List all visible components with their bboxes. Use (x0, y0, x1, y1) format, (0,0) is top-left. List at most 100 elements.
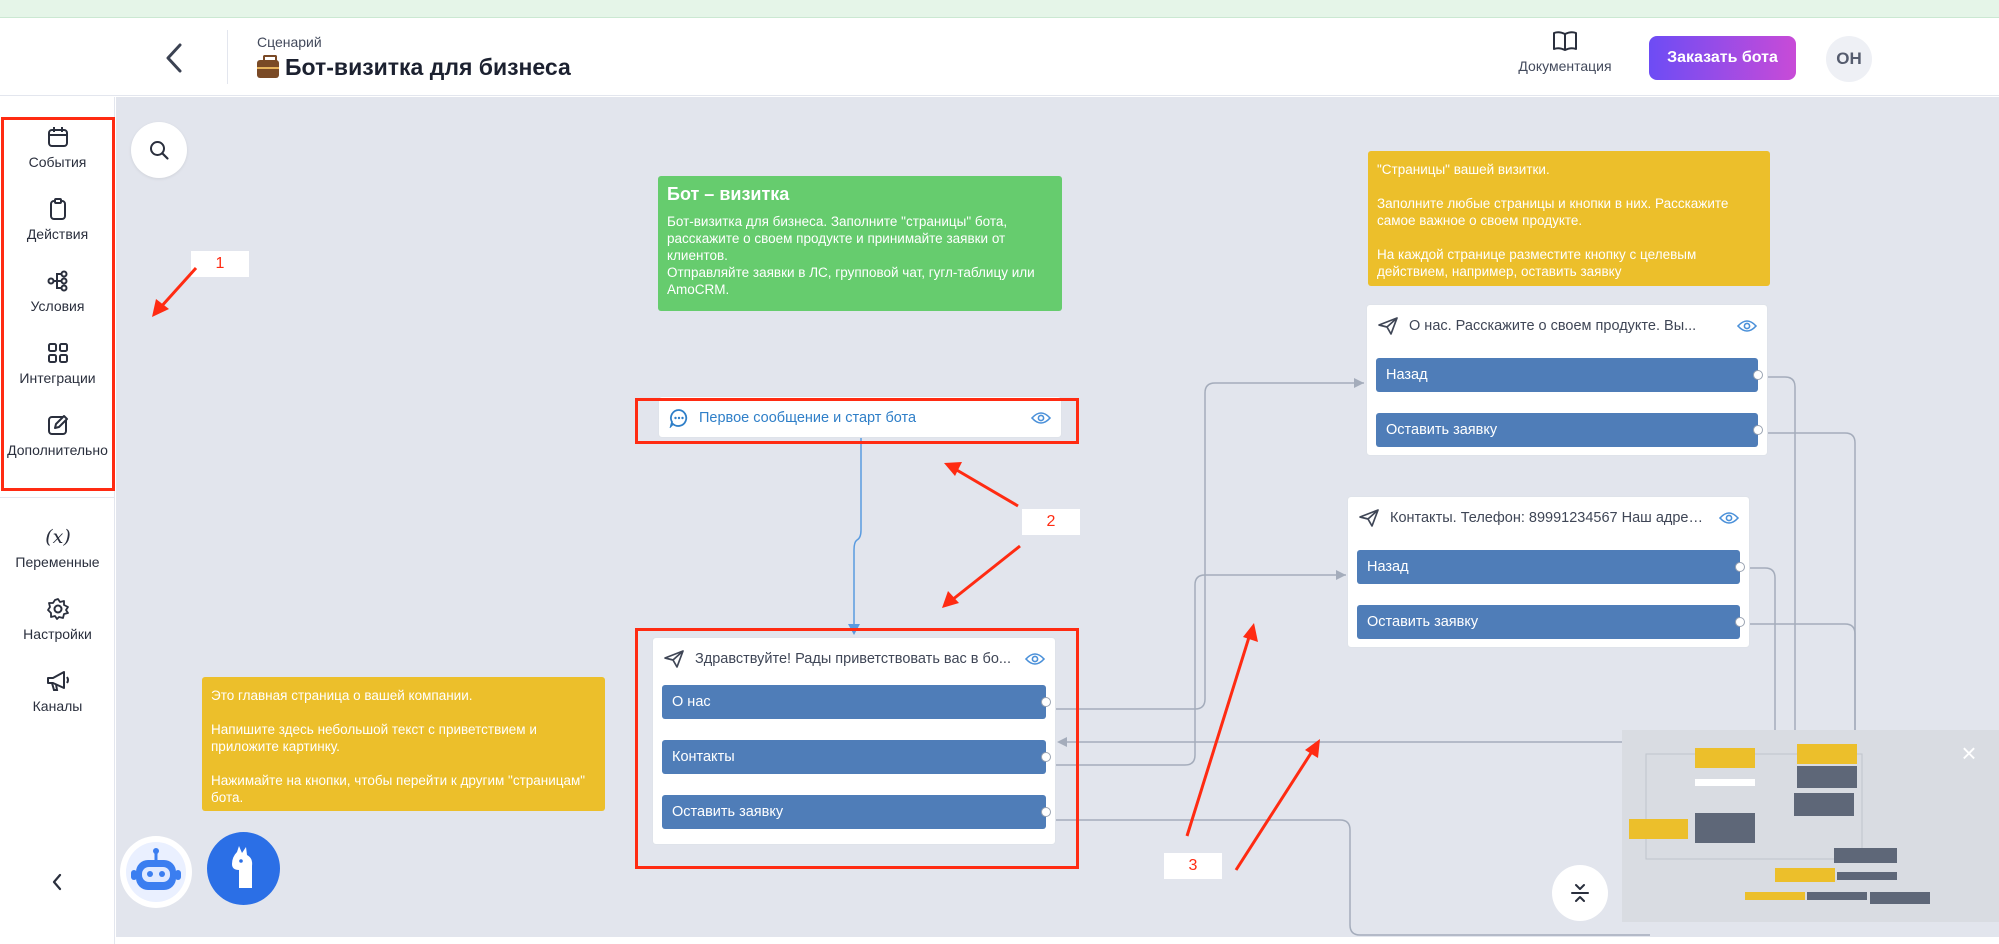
node-start[interactable]: Первое сообщение и старт бота (658, 396, 1062, 438)
sidebar-item-events[interactable]: События (0, 125, 115, 170)
close-minimap-button[interactable]: × (1961, 738, 1977, 768)
output-port[interactable] (1753, 425, 1763, 435)
node-button-label: Оставить заявку (1386, 422, 1498, 438)
sidebar-divider (0, 497, 115, 498)
node-header: Контакты. Телефон: 89991234567 Наш адрес… (1348, 497, 1749, 539)
node-title: О нас. Расскажите о своем продукте. Вы..… (1409, 318, 1697, 334)
node-button-contacts[interactable]: Контакты (662, 740, 1051, 774)
note-text: Бот-визитка для бизнеса. Заполните "стра… (667, 214, 1035, 297)
highlight-start-node (635, 398, 1079, 444)
fit-view-button[interactable] (1552, 865, 1608, 921)
clipboard-icon (49, 198, 66, 220)
sidebar-item-variables[interactable]: (x) Переменные (0, 525, 115, 570)
eye-icon[interactable] (1031, 411, 1051, 425)
megaphone-icon (46, 671, 69, 691)
node-welcome[interactable]: Здравствуйте! Рады приветствовать вас в … (652, 637, 1056, 845)
output-port[interactable] (1735, 617, 1745, 627)
output-port[interactable] (1041, 697, 1051, 707)
sidebar-item-integrations[interactable]: Интеграции (0, 341, 115, 386)
eye-icon[interactable] (1719, 511, 1739, 525)
svg-text:(x): (x) (45, 526, 71, 548)
search-icon (150, 141, 169, 160)
chevron-left-icon (52, 873, 62, 891)
note-text: Нажимайте на кнопки, чтобы перейти к дру… (211, 773, 586, 805)
node-contacts[interactable]: Контакты. Телефон: 89991234567 Наш адрес… (1347, 496, 1750, 648)
note-text: "Страницы" вашей визитки. (1377, 162, 1550, 177)
output-port[interactable] (1735, 562, 1745, 572)
node-header: Здравствуйте! Рады приветствовать вас в … (653, 638, 1055, 680)
note-main-page[interactable]: Это главная страница о вашей компании. Н… (202, 677, 605, 811)
node-header: О нас. Расскажите о своем продукте. Вы..… (1367, 305, 1767, 347)
node-button-request[interactable]: Оставить заявку (662, 795, 1051, 829)
book-icon (1553, 31, 1577, 51)
sidebar-item-actions[interactable]: Действия (0, 197, 115, 242)
node-button-request[interactable]: Оставить заявку (1376, 413, 1763, 447)
minimap-block (1695, 748, 1755, 768)
sidebar-item-label: Интеграции (19, 370, 96, 386)
note-text: Это главная страница о вашей компании. (211, 688, 473, 703)
documentation-link[interactable]: Документация (1510, 30, 1620, 74)
node-button-back[interactable]: Назад (1357, 550, 1745, 584)
minimap[interactable] (1622, 730, 1999, 922)
note-title: Бот – визитка (667, 184, 790, 204)
annotation-label-1: 1 (191, 251, 249, 277)
node-button-label: Назад (1367, 559, 1409, 575)
send-icon (1359, 509, 1379, 527)
sidebar-item-channels[interactable]: Каналы (0, 669, 115, 714)
sidebar-item-settings[interactable]: Настройки (0, 597, 115, 642)
node-button-about[interactable]: О нас (662, 685, 1051, 719)
note-text: Заполните любые страницы и кнопки в них.… (1377, 196, 1729, 228)
calendar-icon (47, 127, 68, 147)
sidebar-item-conditions[interactable]: Условия (0, 269, 115, 314)
sidebar-item-label: Переменные (15, 554, 100, 570)
node-button-label: Назад (1386, 367, 1428, 383)
eye-icon[interactable] (1025, 652, 1045, 666)
node-button-label: Оставить заявку (672, 804, 784, 820)
node-button-request[interactable]: Оставить заявку (1357, 605, 1745, 639)
llama-assistant-button[interactable] (207, 832, 280, 905)
briefcase-icon (257, 54, 279, 78)
node-button-label: Оставить заявку (1367, 614, 1479, 630)
output-port[interactable] (1041, 807, 1051, 817)
sidebar-item-label: Настройки (23, 626, 92, 642)
output-port[interactable] (1041, 752, 1051, 762)
note-text: На каждой странице разместите кнопку с ц… (1377, 247, 1697, 279)
scenario-label: Сценарий (257, 34, 322, 50)
avatar[interactable]: ОН (1826, 36, 1872, 82)
sidebar-item-label: Действия (26, 226, 89, 242)
node-button-back[interactable]: Назад (1376, 358, 1763, 392)
annotation-label-3: 3 (1164, 853, 1222, 879)
output-port[interactable] (1753, 370, 1763, 380)
node-about[interactable]: О нас. Расскажите о своем продукте. Вы..… (1366, 304, 1768, 456)
minimap-block (1834, 848, 1897, 863)
collapse-sidebar-button[interactable] (42, 867, 72, 897)
sidebar-item-label: Каналы (32, 698, 83, 714)
fit-view-icon (1571, 884, 1589, 902)
minimap-block (1797, 744, 1857, 764)
sidebar-item-label: Условия (30, 298, 85, 314)
top-banner-strip (0, 0, 1999, 18)
minimap-block (1695, 779, 1755, 786)
minimap-block (1629, 819, 1688, 839)
node-button-label: Контакты (672, 749, 735, 765)
eye-icon[interactable] (1737, 319, 1757, 333)
search-button[interactable] (131, 122, 187, 178)
minimap-block (1794, 793, 1854, 816)
minimap-block (1745, 892, 1805, 900)
minimap-block (1870, 892, 1930, 904)
sidebar-item-extra[interactable]: Дополнительно (0, 413, 115, 458)
llama-icon (231, 845, 252, 888)
grid-icon (47, 343, 68, 363)
minimap-preview (1629, 744, 1930, 904)
minimap-block (1775, 868, 1835, 882)
note-bot-card[interactable]: Бот – визитка Бот-визитка для бизнеса. З… (658, 176, 1062, 311)
branch-icon (47, 270, 67, 292)
node-button-label: О нас (672, 694, 711, 710)
ai-assistant-button[interactable] (120, 836, 192, 908)
header-divider (227, 30, 228, 84)
back-button[interactable] (156, 36, 192, 80)
chevron-left-icon (166, 43, 182, 73)
note-pages[interactable]: "Страницы" вашей визитки. Заполните любы… (1368, 151, 1770, 286)
order-bot-button[interactable]: Заказать бота (1649, 36, 1796, 80)
node-title: Контакты. Телефон: 89991234567 Наш адрес… (1390, 510, 1709, 526)
